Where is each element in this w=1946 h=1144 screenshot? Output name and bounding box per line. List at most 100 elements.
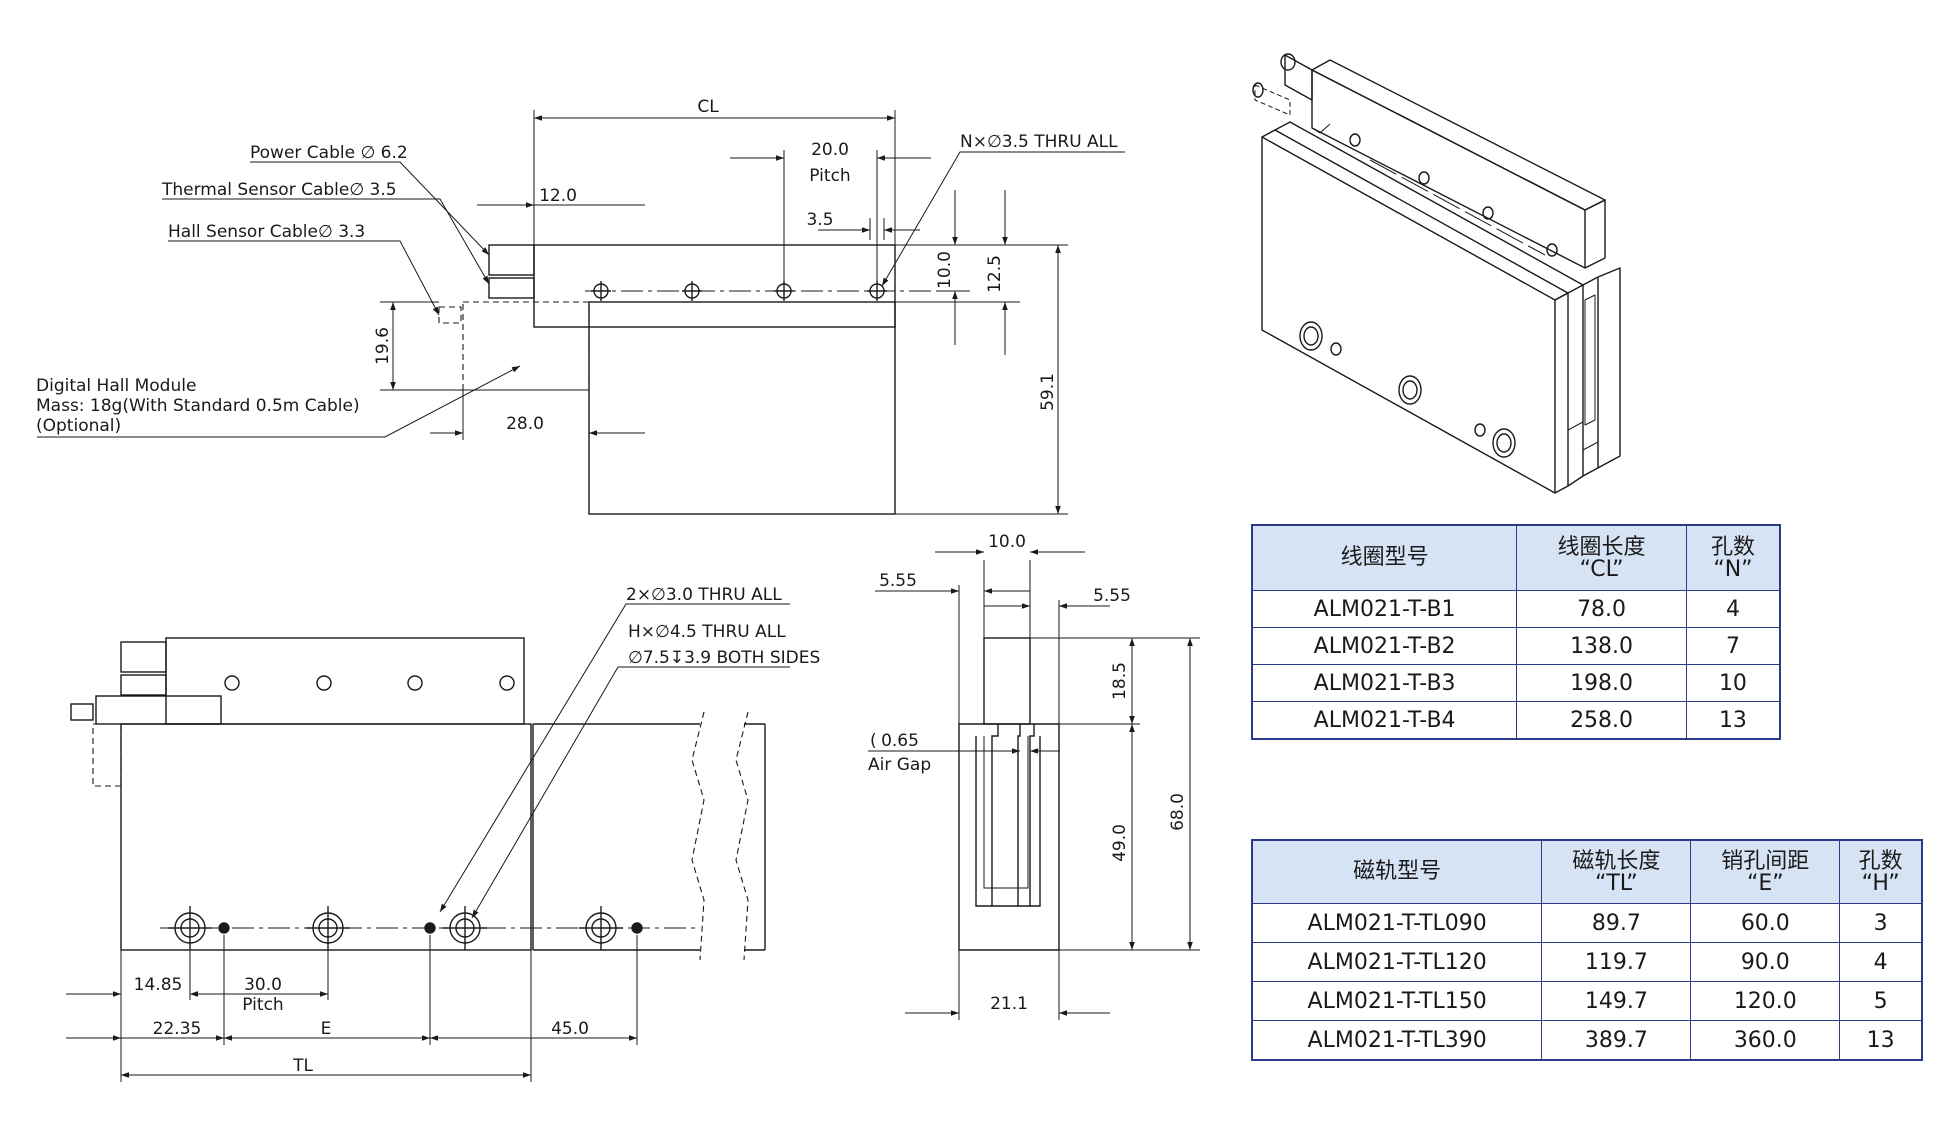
rail-length: 89.7 — [1541, 903, 1692, 943]
header-rail-model: 磁轨型号 — [1251, 839, 1543, 904]
cl-label: CL — [697, 97, 719, 117]
hall-module-outline — [462, 301, 590, 391]
dim-12-5: 12.5 — [985, 255, 1005, 293]
front-view-labels: 2×∅3.0 THRU ALL H×∅4.5 THRU ALL ∅7.5↧3.9… — [134, 585, 821, 1076]
top-view — [37, 110, 1125, 515]
coil-length: 198.0 — [1516, 664, 1687, 702]
side-rail — [958, 723, 1060, 951]
coil-model: ALM021-T-B4 — [1251, 701, 1518, 740]
rail-table-header: 磁轨型号 磁轨长度“TL” 销孔间距“E” 孔数“H” — [1251, 839, 1923, 904]
dim-19-6: 19.6 — [373, 327, 393, 365]
front-coil-block — [165, 637, 525, 725]
rail-holes — [168, 906, 623, 950]
dim-10: 10.0 — [935, 251, 955, 289]
coil-model: ALM021-T-B1 — [1251, 590, 1518, 628]
table-row: ALM021-T-TL090 89.7 60.0 3 — [1251, 903, 1923, 943]
table-row: ALM021-T-TL150 149.7 120.0 5 — [1251, 981, 1923, 1021]
table-row: ALM021-T-B2 138.0 7 — [1251, 627, 1781, 665]
note-holes: H×∅4.5 THRU ALL — [628, 622, 786, 642]
rail-length: 149.7 — [1541, 981, 1692, 1021]
rail-model: ALM021-T-TL390 — [1251, 1020, 1543, 1061]
coil-body — [588, 301, 896, 515]
front-coil-holes — [224, 675, 515, 691]
front-cable-stub-2 — [120, 674, 167, 696]
holes-note: N×∅3.5 THRU ALL — [960, 132, 1118, 152]
coil-length: 78.0 — [1516, 590, 1687, 628]
dim-e: E — [321, 1019, 332, 1039]
header-pin-spacing: 销孔间距“E” — [1690, 839, 1841, 904]
dim-59-1: 59.1 — [1038, 373, 1058, 411]
air-gap-value: 0.65 — [881, 731, 919, 751]
hall-cable-label: Hall Sensor Cable∅ 3.3 — [168, 222, 365, 242]
dim-tl: TL — [292, 1056, 313, 1076]
rail-spec-table: 磁轨型号 磁轨长度“TL” 销孔间距“E” 孔数“H” ALM021-T-TL0… — [1251, 839, 1923, 1061]
front-view — [66, 603, 790, 1082]
thermal-cable-label: Thermal Sensor Cable∅ 3.5 — [161, 180, 397, 200]
rail-hole-count: 4 — [1839, 942, 1923, 982]
air-gap-label: Air Gap — [868, 755, 931, 775]
hall-module-line1: Digital Hall Module — [36, 376, 196, 396]
dim-45: 45.0 — [551, 1019, 589, 1039]
hall-module-line3: (Optional) — [36, 416, 121, 436]
rail-model: ALM021-T-TL150 — [1251, 981, 1543, 1021]
side-dim-21-1: 21.1 — [990, 994, 1028, 1014]
header-coil-holes: 孔数“N” — [1685, 524, 1781, 591]
side-dim-49: 49.0 — [1110, 824, 1130, 862]
dim-30: 30.0 — [244, 975, 282, 995]
iso-coil-top — [1311, 59, 1606, 211]
sensor-cable-stub — [488, 277, 535, 299]
coil-hole-count: 7 — [1685, 627, 1781, 665]
coil-length: 258.0 — [1516, 701, 1687, 740]
coil-upper-block — [533, 244, 896, 328]
side-dim-5-55-left: 5.55 — [879, 571, 917, 591]
table-row: ALM021-T-TL120 119.7 90.0 4 — [1251, 942, 1923, 982]
header-rail-length: 磁轨长度“TL” — [1541, 839, 1692, 904]
dim-14-85: 14.85 — [134, 975, 183, 995]
isometric-view — [1252, 53, 1621, 494]
front-coil-base — [95, 695, 222, 725]
rail-pins — [218, 922, 643, 934]
dim-28: 28.0 — [506, 414, 544, 434]
top-view-labels: CL 20.0 Pitch N×∅3.5 THRU ALL 12.0 3.5 1… — [36, 97, 1118, 436]
rail-length: 119.7 — [1541, 942, 1692, 982]
table-row: ALM021-T-TL390 389.7 360.0 13 — [1251, 1020, 1923, 1061]
table-row: ALM021-T-B4 258.0 13 — [1251, 701, 1781, 740]
pin-spacing: 90.0 — [1690, 942, 1841, 982]
side-dim-68: 68.0 — [1168, 793, 1188, 831]
pin-spacing: 60.0 — [1690, 903, 1841, 943]
note-cbore: ∅7.5↧3.9 BOTH SIDES — [628, 648, 820, 668]
table-row: ALM021-T-B3 198.0 10 — [1251, 664, 1781, 702]
coil-model: ALM021-T-B3 — [1251, 664, 1518, 702]
iso-coil-holes — [1349, 133, 1558, 257]
rail-length: 389.7 — [1541, 1020, 1692, 1061]
dim-12: 12.0 — [539, 186, 577, 206]
rail-hole-count: 5 — [1839, 981, 1923, 1021]
power-cable-label: Power Cable ∅ 6.2 — [250, 143, 408, 163]
side-dim-18-5: 18.5 — [1110, 662, 1130, 700]
air-gap-value-open: ( — [870, 731, 877, 751]
side-coil — [983, 637, 1031, 725]
pin-spacing: 360.0 — [1690, 1020, 1841, 1061]
rail-model: ALM021-T-TL120 — [1251, 942, 1543, 982]
dim-22-35: 22.35 — [153, 1019, 202, 1039]
front-cable-stub-1 — [120, 641, 167, 673]
header-coil-length: 线圈长度“CL” — [1516, 524, 1687, 591]
coil-table-header: 线圈型号 线圈长度“CL” 孔数“N” — [1251, 524, 1781, 591]
pitch-word: Pitch — [809, 166, 850, 186]
side-dim-10: 10.0 — [988, 532, 1026, 552]
side-dim-5-55-right: 5.55 — [1093, 586, 1131, 606]
front-pitch-word: Pitch — [242, 995, 283, 1015]
pin-spacing: 120.0 — [1690, 981, 1841, 1021]
coil-hole-count: 13 — [1685, 701, 1781, 740]
coil-hole-count: 4 — [1685, 590, 1781, 628]
coil-spec-table: 线圈型号 线圈长度“CL” 孔数“N” ALM021-T-B1 78.0 4 A… — [1251, 524, 1781, 740]
magnet-rail-1 — [120, 723, 532, 951]
rail-hole-count: 13 — [1839, 1020, 1923, 1061]
front-hall-plug — [70, 703, 94, 721]
pitch-value: 20.0 — [811, 140, 849, 160]
table-row: ALM021-T-B1 78.0 4 — [1251, 590, 1781, 628]
power-cable-stub — [488, 244, 535, 276]
dim-3-5: 3.5 — [806, 210, 833, 230]
coil-length: 138.0 — [1516, 627, 1687, 665]
